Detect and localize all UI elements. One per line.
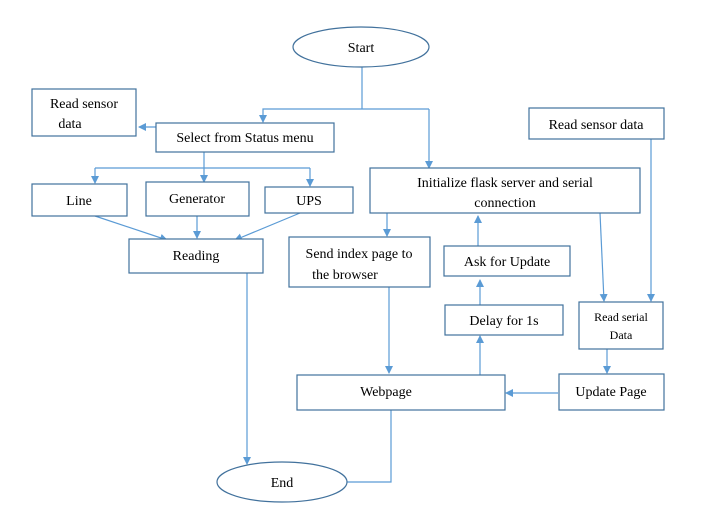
ask-update-box	[443, 245, 571, 277]
line-box	[31, 183, 128, 217]
node-end: End	[216, 461, 348, 503]
connector-init-to-read-serial	[599, 212, 608, 302]
node-line: Line	[31, 183, 128, 217]
ask-update-label: Ask for Update	[464, 255, 550, 270]
end-label: End	[271, 476, 294, 491]
read-sensor-left-line2: data	[58, 117, 82, 132]
node-ask-update: Ask for Update	[443, 245, 571, 277]
delay-label: Delay for 1s	[469, 314, 538, 329]
node-read-serial: Read serial Data	[578, 301, 664, 350]
select-status-label: Select from Status menu	[176, 131, 313, 146]
webpage-box	[296, 374, 506, 411]
read-serial-box	[578, 301, 664, 350]
node-delay: Delay for 1s	[444, 304, 564, 336]
send-index-box	[288, 236, 431, 288]
read-sensor-left-box	[31, 88, 137, 137]
read-serial-line2: Data	[610, 328, 633, 342]
connector-ups-to-reading	[234, 212, 301, 242]
init-flask-line2: connection	[474, 196, 535, 211]
delay-box	[444, 304, 564, 336]
line-label: Line	[66, 194, 92, 209]
reading-box	[128, 238, 264, 274]
ups-box	[264, 186, 354, 214]
connector-split-to-select	[259, 108, 429, 123]
node-read-sensor-right: Read sensor data	[528, 107, 665, 140]
reading-label: Reading	[173, 249, 220, 264]
node-ups: UPS	[264, 186, 354, 214]
node-generator: Generator	[145, 181, 250, 217]
node-init-flask: Initialize flask server and serial conne…	[369, 167, 641, 214]
send-index-line1: Send index page to	[306, 247, 413, 262]
node-select-status: Select from Status menu	[155, 122, 335, 153]
node-reading: Reading	[128, 238, 264, 274]
start-label: Start	[348, 41, 375, 56]
read-sensor-right-box	[528, 107, 665, 140]
webpage-label: Webpage	[360, 385, 412, 400]
node-read-sensor-left: Read sensor data	[31, 88, 137, 137]
generator-box	[145, 181, 250, 217]
init-flask-line1: Initialize flask server and serial	[417, 176, 593, 191]
select-status-box	[155, 122, 335, 153]
update-page-box	[558, 373, 665, 411]
update-page-label: Update Page	[575, 385, 646, 400]
read-sensor-left-line1: Read sensor	[50, 97, 118, 112]
generator-label: Generator	[169, 192, 225, 207]
node-send-index: Send index page to the browser	[288, 236, 431, 288]
read-serial-line1: Read serial	[594, 310, 648, 324]
node-start: Start	[292, 26, 430, 68]
node-update-page: Update Page	[558, 373, 665, 411]
ups-label: UPS	[296, 194, 322, 209]
connectors	[91, 64, 655, 486]
connector-webpage-to-end	[334, 410, 392, 486]
init-flask-box	[369, 167, 641, 214]
start-ellipse	[292, 26, 430, 68]
send-index-line2: the browser	[312, 268, 378, 283]
read-sensor-right-label: Read sensor data	[549, 118, 645, 133]
end-ellipse	[216, 461, 348, 503]
connector-line-to-reading	[94, 215, 168, 242]
node-webpage: Webpage	[296, 374, 506, 411]
